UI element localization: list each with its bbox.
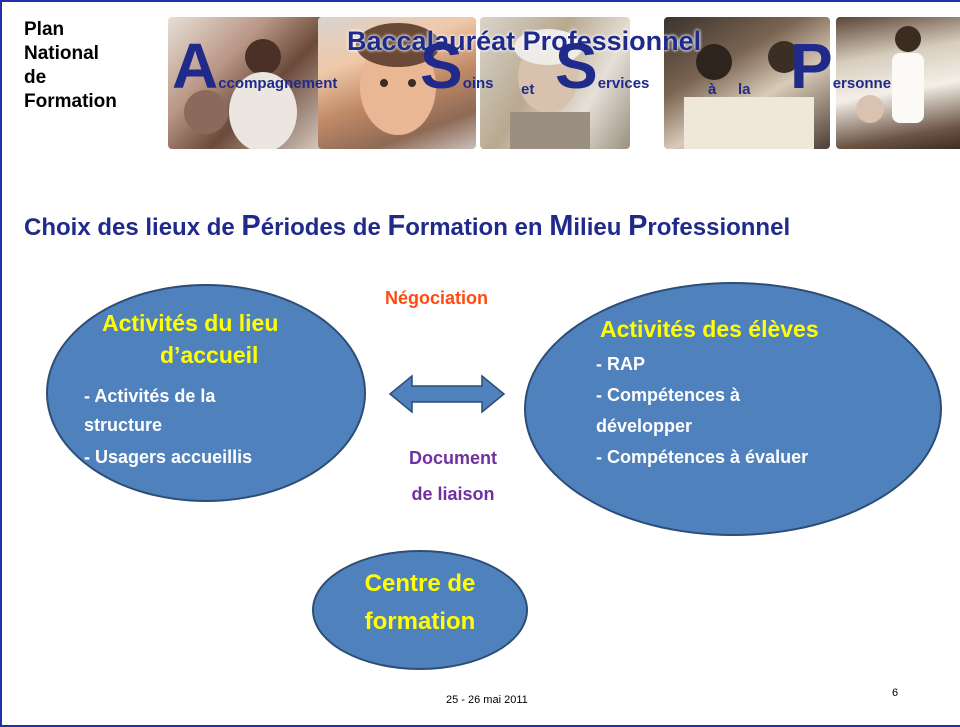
assp-word: ervices xyxy=(597,75,650,92)
assp-word: la xyxy=(738,81,751,98)
assp-word: et xyxy=(521,81,535,98)
student-activities-item: - RAP xyxy=(596,354,645,374)
title-capital: M xyxy=(549,210,574,242)
training-centre-label: Centre de xyxy=(364,570,476,597)
plan-line: Formation xyxy=(24,91,117,112)
nurse-with-patient-photo xyxy=(836,17,960,149)
training-centre-ellipse xyxy=(312,550,528,670)
plan-line: de xyxy=(24,67,47,88)
students-writing-photo xyxy=(664,17,830,149)
title-capital: P xyxy=(241,210,261,242)
title-capital: F xyxy=(387,210,406,242)
assp-letter: S xyxy=(420,30,463,102)
host-activities-ellipse xyxy=(46,284,366,502)
host-activities-heading: d’accueil xyxy=(160,342,259,368)
banner-photos xyxy=(168,17,960,149)
page-number: 6 xyxy=(892,687,899,699)
host-activities-item: - Activités de la xyxy=(84,386,216,406)
liaison-document-label: Document xyxy=(408,448,497,468)
assp-letter: S xyxy=(555,30,598,102)
student-activities-heading: Activités des élèves xyxy=(600,316,819,342)
host-activities-item: structure xyxy=(84,415,163,435)
liaison-document-label: de liaison xyxy=(411,484,495,504)
assp-word: à xyxy=(708,81,717,98)
assp-word: ccompagnement xyxy=(218,75,338,92)
student-activities-item: - Compétences à xyxy=(596,385,741,405)
assp-word: ersonne xyxy=(832,75,892,92)
elderly-woman-photo xyxy=(480,17,630,149)
student-activities-item: - Compétences à évaluer xyxy=(596,447,809,467)
plan-line: Plan xyxy=(24,19,65,40)
plan-line: National xyxy=(24,43,99,64)
title-part: Choix des lieux de xyxy=(24,214,242,241)
student-activities-item: développer xyxy=(596,416,693,436)
title-part: ériodes de xyxy=(260,214,388,241)
assp-letter: A xyxy=(172,30,219,102)
student-activities-ellipse xyxy=(524,282,942,536)
assp-word: oins xyxy=(462,75,494,92)
slide-title: Choix des lieux de Périodes de Formation… xyxy=(24,210,790,243)
banner-title: Baccalauréat Professionnel xyxy=(347,26,702,56)
host-activities-item: - Usagers accueillis xyxy=(84,447,253,467)
assp-letter: P xyxy=(790,30,833,102)
child-portrait-photo xyxy=(318,17,476,149)
title-capital: P xyxy=(628,210,648,242)
caregiver-with-patient-photo xyxy=(168,17,324,149)
plan-national-label: Plan National de Formation xyxy=(24,18,117,114)
double-arrow-icon xyxy=(388,374,506,414)
footer-date: 25 - 26 mai 2011 xyxy=(446,694,528,706)
title-part: ilieu xyxy=(573,214,629,241)
title-part: rofessionnel xyxy=(647,214,791,241)
training-centre-label: formation xyxy=(364,608,476,635)
host-activities-heading: Activités du lieu xyxy=(102,310,279,336)
title-part: ormation en xyxy=(405,214,550,241)
negotiation-label: Négociation xyxy=(385,288,489,308)
